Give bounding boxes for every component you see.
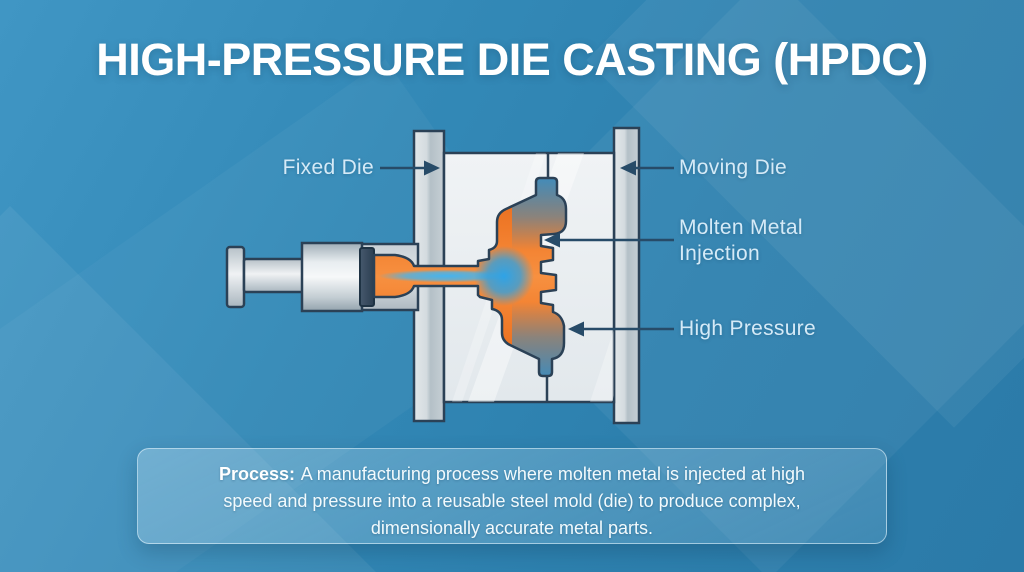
molten-metal-arrowhead-icon [544, 232, 560, 248]
plunger-tip-shape [359, 247, 375, 307]
process-note-line3: dimensionally accurate metal parts. [370, 518, 654, 538]
injection-cylinder-shape [300, 241, 364, 313]
fixed-die-label: Fixed Die [282, 156, 374, 179]
molten-metal-injection-label-line2: Injection [679, 242, 760, 265]
fixed-die-arrowhead-icon [424, 160, 440, 176]
high-pressure-label: High Pressure [679, 317, 816, 340]
molten-metal-injection-label: Molten Metal Injection [679, 215, 803, 267]
page-title: HIGH-PRESSURE DIE CASTING (HPDC) [96, 34, 928, 85]
moving-platen-shape [612, 126, 641, 425]
moving-die-label: Moving Die [679, 156, 788, 179]
plunger-rod-shape [242, 257, 306, 294]
moving-die-arrowhead-icon [620, 160, 636, 176]
process-note-box: Process:A manufacturing process where mo… [137, 448, 887, 544]
high-pressure-arrowhead-icon [568, 321, 584, 337]
molten-metal-injection-label-line1: Molten Metal [679, 216, 803, 239]
plunger-handle-shape [225, 245, 246, 309]
process-note-line1: Process:A manufacturing process where mo… [218, 464, 806, 484]
process-note-text: Process:A manufacturing process where mo… [138, 461, 886, 542]
process-note-line2: speed and pressure into a reusable steel… [223, 491, 801, 511]
process-note-label: Process: [218, 464, 296, 484]
